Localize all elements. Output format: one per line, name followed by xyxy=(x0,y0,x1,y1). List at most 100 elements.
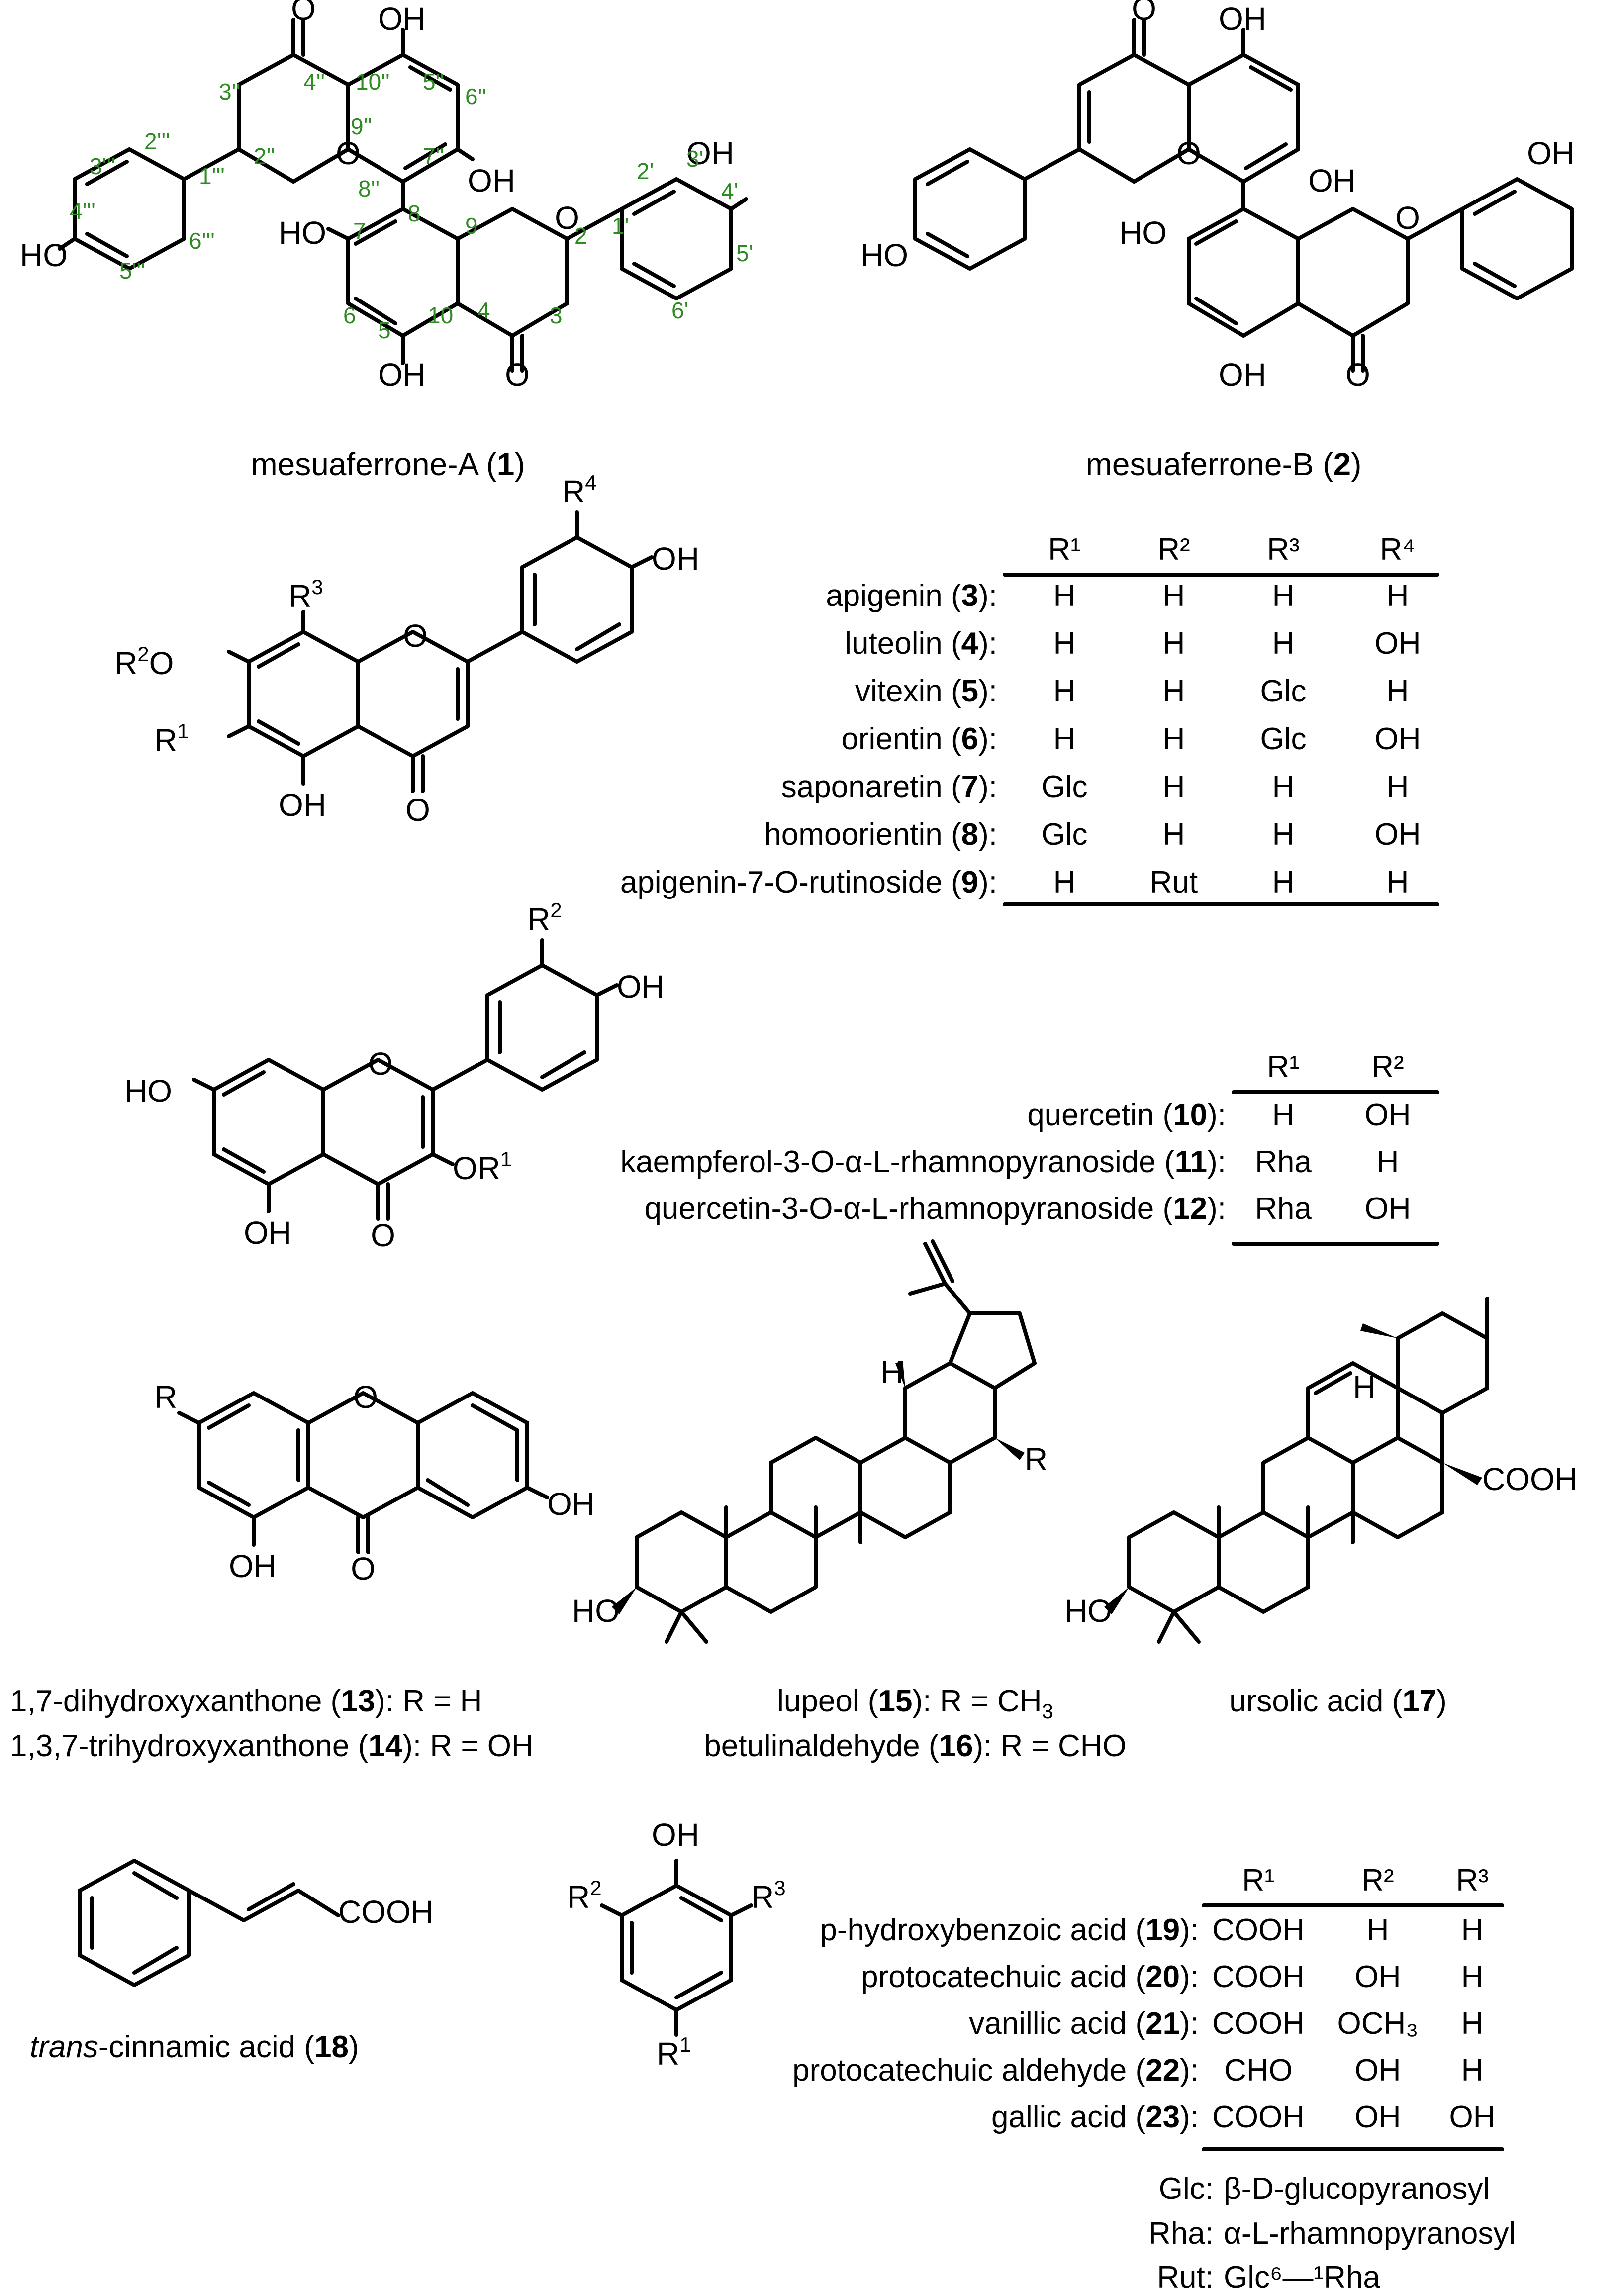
table-cell: H xyxy=(1461,1913,1484,1947)
atom-ho: HO xyxy=(1064,1593,1112,1629)
atom-o: O xyxy=(1345,357,1370,393)
table-cell: H xyxy=(1272,770,1295,804)
caption-cinnamic-acid: trans-cinnamic acid (18) xyxy=(30,2030,359,2064)
atom-oh: OH xyxy=(378,357,426,393)
legend-rha-value: α-L-rhamnopyranosyl xyxy=(1224,2216,1516,2251)
atom-oh: OH xyxy=(378,1,426,37)
table-row-label: apigenin (3): xyxy=(826,579,997,613)
table-cell: H xyxy=(1053,626,1076,661)
atom-cooh: COOH xyxy=(1482,1461,1578,1497)
atom-oh: OH xyxy=(1527,135,1575,171)
table-row-label: luteolin (4): xyxy=(845,626,997,661)
table-cell: H xyxy=(1272,865,1295,899)
locant-6pp: 6'' xyxy=(465,84,486,109)
numbering-mesuaferrone-a: 5'' 6'' 7'' 8'' 9'' 10'' 4'' 3'' 2'' 1''… xyxy=(70,69,753,343)
labels-lupane: H R HO xyxy=(572,1354,1048,1629)
structure-xanthone xyxy=(177,1391,549,1554)
atom-r: R xyxy=(1025,1441,1048,1477)
atom-r: R xyxy=(154,1379,177,1415)
atom-o: O xyxy=(555,200,579,236)
locant-5ppp: 5''' xyxy=(119,258,145,284)
atom-oh: OH xyxy=(244,1215,291,1251)
atom-oh: OH xyxy=(652,1817,699,1853)
caption-lupeol: lupeol (15): R = CH3 xyxy=(777,1684,1053,1723)
table-header: R² xyxy=(1361,1863,1394,1897)
atom-ho: HO xyxy=(20,237,68,273)
table-cell: H xyxy=(1387,770,1409,804)
atom-o: O xyxy=(336,135,361,171)
table-cell: COOH xyxy=(1212,1913,1305,1947)
atom-o: O xyxy=(1132,0,1156,27)
table-cell: OH xyxy=(1375,626,1421,661)
locant-2: 2 xyxy=(574,223,587,249)
locant-6p: 6' xyxy=(671,298,688,323)
table-cell: H xyxy=(1163,674,1185,708)
atom-r2: R2 xyxy=(527,898,562,937)
table-cell: H xyxy=(1272,579,1295,613)
locant-7pp: 7'' xyxy=(423,143,444,169)
locant-4: 4 xyxy=(477,298,490,323)
table-cell: OH xyxy=(1355,1960,1401,1994)
table-cell: COOH xyxy=(1212,2006,1305,2041)
labels-xanthone: R O OH O OH xyxy=(154,1379,595,1587)
caption-xanthone-14: 1,3,7-trihydroxyxanthone (14): R = OH xyxy=(10,1729,534,1763)
labels-flavonol-core: R2 OH O HO OH O OR1 xyxy=(124,898,665,1253)
atom-ho: HO xyxy=(279,215,326,251)
table-cell: Glc xyxy=(1260,674,1307,708)
table-cell: H xyxy=(1377,1145,1399,1179)
locant-2pp: 2'' xyxy=(254,143,275,169)
locant-2p: 2' xyxy=(637,158,654,184)
table-cell: H xyxy=(1163,817,1185,852)
table-row-label: saponaretin (7): xyxy=(781,770,997,804)
structure-lupane xyxy=(612,1239,1037,1644)
locant-5: 5 xyxy=(378,317,391,343)
table-cell: Glc xyxy=(1260,722,1307,756)
structure-flavonol-core xyxy=(192,938,619,1221)
table-cell: Rha xyxy=(1255,1145,1312,1179)
table-header: R¹ xyxy=(1242,1863,1274,1897)
atom-o: O xyxy=(405,792,430,828)
locant-5pp: 5'' xyxy=(423,69,444,95)
atom-r2o: R2O xyxy=(114,642,174,681)
caption-xanthone-13: 1,7-dihydroxyxanthone (13): R = H xyxy=(10,1684,482,1718)
table-header: R³ xyxy=(1267,532,1299,567)
locant-3ppp: 3''' xyxy=(90,153,115,179)
locant-1p: 1' xyxy=(612,213,629,239)
locant-2ppp: 2''' xyxy=(144,128,170,154)
labels-mesuaferrone-a: O OH OH O HO HO O OH O OH xyxy=(20,0,734,393)
legend-rha-key: Rha: xyxy=(1148,2216,1214,2251)
table-cell: OH xyxy=(1355,2100,1401,2134)
labels-ursane: H COOH HO xyxy=(1064,1369,1578,1629)
atom-h: H xyxy=(1353,1369,1376,1405)
locant-3pp: 3'' xyxy=(219,79,240,104)
table-header: R³ xyxy=(1456,1863,1488,1897)
atom-oh: OH xyxy=(1308,163,1356,199)
table-cell: COOH xyxy=(1212,1960,1305,1994)
atom-oh: OH xyxy=(279,787,326,823)
atom-ho: HO xyxy=(572,1593,620,1629)
caption-betulinaldehyde: betulinaldehyde (16): R = CHO xyxy=(704,1729,1127,1763)
locant-4pp: 4'' xyxy=(303,69,325,95)
table-cell: COOH xyxy=(1212,2100,1305,2134)
table-cell: H xyxy=(1053,674,1076,708)
atom-ho: HO xyxy=(124,1073,172,1109)
table-cell: H xyxy=(1461,2053,1484,2088)
table-cell: Rut xyxy=(1150,865,1198,899)
structure-phenol-core xyxy=(600,1859,753,2037)
structure-mesuaferrone-b xyxy=(913,18,1574,373)
caption-ursolic-acid: ursolic acid (17) xyxy=(1229,1684,1447,1718)
table-cell: H xyxy=(1053,579,1076,613)
atom-oh: OH xyxy=(1219,1,1266,37)
atom-o: O xyxy=(505,357,530,393)
table-cell: H xyxy=(1387,865,1409,899)
table-header: R⁴ xyxy=(1380,532,1415,567)
table-cell: H xyxy=(1163,579,1185,613)
locant-1ppp: 1''' xyxy=(199,163,225,189)
atom-oh: OH xyxy=(547,1486,595,1522)
atom-r1: R1 xyxy=(657,2033,691,2072)
table-cell: H xyxy=(1367,1913,1389,1947)
table-row-label: vanillic acid (21): xyxy=(969,2006,1199,2041)
locant-3p: 3' xyxy=(686,146,703,172)
